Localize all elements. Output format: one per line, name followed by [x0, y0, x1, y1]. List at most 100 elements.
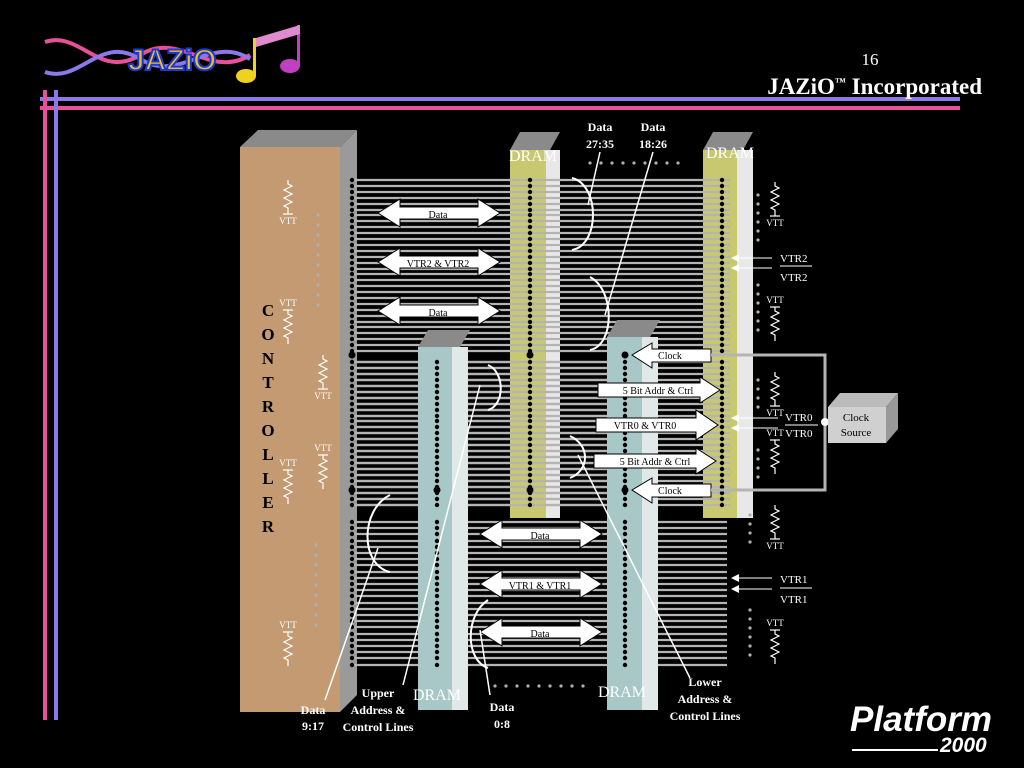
contact-dot [719, 183, 725, 189]
contact-dot [527, 254, 533, 260]
contact-dot [434, 430, 440, 436]
contact-dot [434, 472, 440, 478]
platform-rule [852, 749, 938, 751]
music-note-icon [236, 25, 300, 83]
arrow-label: VTR1 & VTR1 [509, 581, 572, 592]
contact-dot [719, 401, 725, 407]
resistor-icon: VTT [279, 458, 297, 504]
arrow-label: Clock [658, 486, 682, 497]
callout-line1: Data [588, 120, 613, 134]
contact-dot [527, 454, 533, 460]
contact-dot [622, 377, 628, 383]
contact-dot [719, 448, 725, 454]
contact-dot [349, 478, 355, 484]
contact-dot [719, 466, 725, 472]
contact-dot [434, 643, 440, 649]
resistor-icon: VTT [766, 372, 784, 418]
contact-dot [349, 212, 355, 218]
callout-line1: Data [641, 120, 666, 134]
contact-dot [349, 472, 355, 478]
vtr1-bar-label: VTR1 [780, 594, 808, 606]
contact-dot [349, 189, 355, 195]
vtt-label: VTT [766, 295, 784, 305]
platform-logo-year: 2000 [940, 734, 987, 757]
contact-dot [622, 556, 628, 562]
junction-dot [348, 351, 356, 359]
contact-dot [349, 413, 355, 419]
contact-dot [527, 183, 533, 189]
trademark-symbol: ™ [834, 76, 846, 89]
ellipsis-dot [314, 623, 318, 627]
ellipsis-dot [316, 273, 320, 277]
contact-dot [527, 324, 533, 330]
ellipsis-dot [748, 608, 752, 612]
ellipsis-dot [756, 378, 760, 382]
contact-dot [434, 377, 440, 383]
junction-dot [621, 486, 629, 494]
contact-dot [527, 496, 533, 502]
contact-dot [434, 538, 440, 544]
ellipsis-dot [588, 161, 592, 165]
contact-dot [622, 624, 628, 630]
contact-dot [349, 183, 355, 189]
contact-dot [527, 430, 533, 436]
callout-line1: Upper [362, 686, 395, 700]
ellipsis-dot [756, 448, 760, 452]
contact-dot [349, 600, 355, 606]
contact-dot [434, 478, 440, 484]
ellipsis-dot [643, 161, 647, 165]
arrow-addr-ctrl-1: 5 Bit Addr & Ctrl [597, 376, 721, 404]
contact-dot [349, 631, 355, 637]
vtt-label: VTT [314, 443, 332, 453]
contact-dot [349, 643, 355, 649]
contact-dot [434, 466, 440, 472]
contact-dot [527, 407, 533, 413]
ellipsis-dot [316, 233, 320, 237]
callout-line2: 0:8 [494, 717, 510, 731]
ellipsis-dot [581, 684, 585, 688]
ellipsis-dot [748, 540, 752, 544]
vtt-label: VTT [279, 620, 297, 630]
contact-dot [622, 478, 628, 484]
contact-dot [622, 575, 628, 581]
contact-dot [434, 424, 440, 430]
contact-dot [527, 389, 533, 395]
contact-dot [622, 538, 628, 544]
contact-dot [527, 436, 533, 442]
callout-lower: Lower Address & Control Lines [670, 675, 741, 723]
ellipsis-dot [316, 293, 320, 297]
callout-line2: 18:26 [639, 137, 667, 151]
bus-group-arcs [366, 177, 610, 669]
junction-dot [433, 486, 441, 494]
contact-dot [349, 365, 355, 371]
contact-dot [349, 336, 355, 342]
controller-letter: O [261, 421, 274, 440]
contact-dot [349, 612, 355, 618]
contact-dot [719, 330, 725, 336]
contact-dot [349, 430, 355, 436]
contact-dot [349, 177, 355, 183]
contact-dot [349, 289, 355, 295]
contact-dot [622, 531, 628, 537]
arrow-label: VTR0 & VTR0 [614, 421, 677, 432]
ellipsis-dot [756, 292, 760, 296]
ellipsis-dot [756, 238, 760, 242]
clock-source-line2: Source [841, 427, 872, 439]
ellipsis-dot [756, 220, 760, 224]
contact-dot [434, 662, 440, 668]
contact-dot [527, 283, 533, 289]
contact-dot [622, 401, 628, 407]
resistor-icon: VTT [766, 295, 784, 341]
contact-dot [719, 365, 725, 371]
contact-dot [719, 307, 725, 313]
contact-dot [349, 538, 355, 544]
contact-dot [434, 575, 440, 581]
contact-dot [349, 496, 355, 502]
contact-dot [719, 436, 725, 442]
ellipsis-dot [493, 684, 497, 688]
contact-dot [349, 330, 355, 336]
contact-dot [719, 442, 725, 448]
ellipsis-dot [314, 563, 318, 567]
contact-dot [349, 454, 355, 460]
